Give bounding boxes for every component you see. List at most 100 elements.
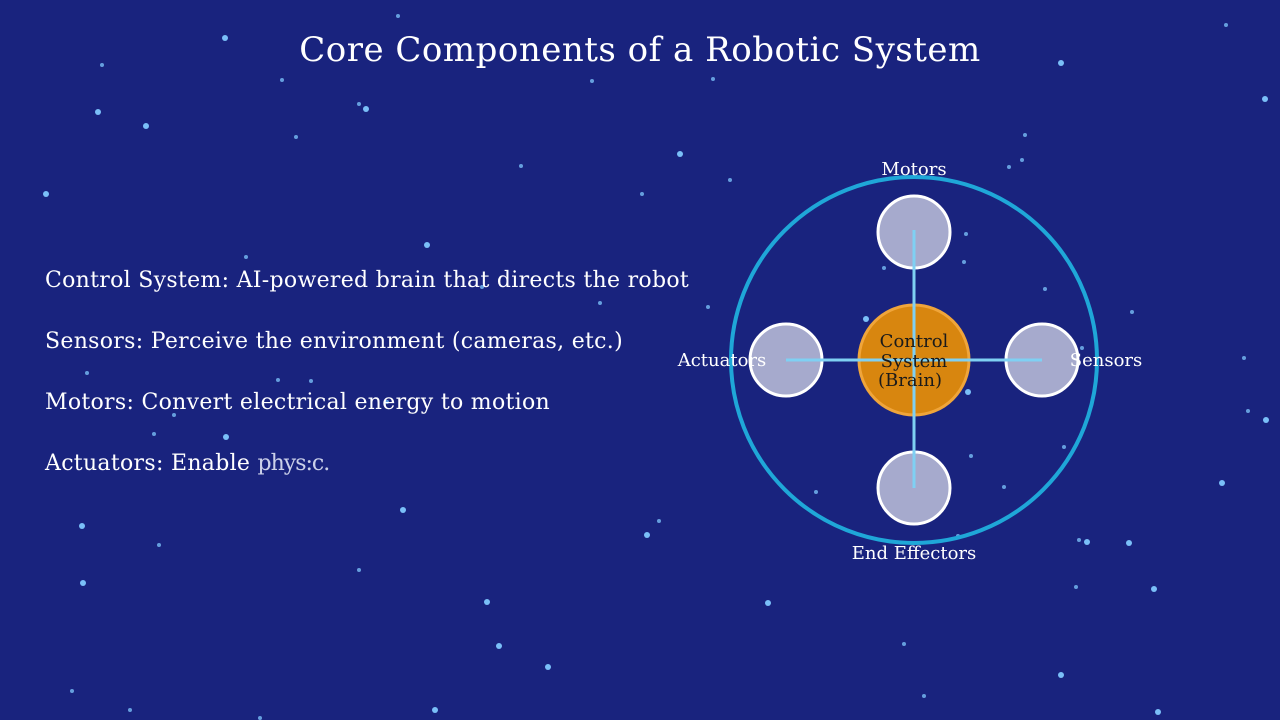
outer-ring bbox=[729, 175, 1099, 545]
star-dot bbox=[80, 580, 86, 586]
star-dot bbox=[396, 14, 400, 18]
star-dot bbox=[152, 432, 156, 436]
star-dot bbox=[95, 109, 101, 115]
star-dot bbox=[357, 102, 361, 106]
star-dot bbox=[598, 301, 602, 305]
star-dot bbox=[43, 191, 49, 197]
star-dot bbox=[222, 35, 228, 41]
bullet-motors: Motors: Convert electrical energy to mot… bbox=[45, 390, 550, 415]
star-dot bbox=[363, 106, 369, 112]
star-dot bbox=[1058, 672, 1064, 678]
star-dot bbox=[640, 192, 644, 196]
star-dot bbox=[1126, 540, 1132, 546]
bullet-text: Convert electrical energy to motion bbox=[141, 390, 550, 415]
star-dot bbox=[496, 643, 502, 649]
star-dot bbox=[677, 151, 683, 157]
star-dot bbox=[79, 523, 85, 529]
star-dot bbox=[128, 708, 132, 712]
star-dot bbox=[223, 434, 229, 440]
star-dot bbox=[545, 664, 551, 670]
star-dot bbox=[294, 135, 298, 139]
star-dot bbox=[385, 400, 389, 404]
star-dot bbox=[1155, 709, 1161, 715]
star-dot bbox=[309, 379, 313, 383]
slide-title: Core Components of a Robotic System bbox=[299, 30, 981, 70]
star-dot bbox=[357, 568, 361, 572]
star-dot bbox=[882, 266, 886, 270]
bullet-actuators: Actuators: Enable phys:c. bbox=[45, 451, 331, 476]
star-dot bbox=[728, 178, 732, 182]
star-dot bbox=[143, 123, 149, 129]
star-dot bbox=[1262, 96, 1268, 102]
star-dot bbox=[765, 600, 771, 606]
label-actuators: Actuators bbox=[677, 350, 767, 371]
star-dot bbox=[1058, 60, 1064, 66]
star-dot bbox=[1246, 409, 1250, 413]
bullet-label: Motors bbox=[45, 390, 127, 415]
star-dot bbox=[1077, 538, 1081, 542]
bullet-sensors: Sensors: Perceive the environment (camer… bbox=[45, 329, 623, 354]
star-dot bbox=[814, 490, 818, 494]
star-dot bbox=[1043, 287, 1047, 291]
star-dot bbox=[863, 316, 869, 322]
center-label-line-2: System bbox=[881, 351, 948, 372]
star-dot bbox=[1151, 586, 1157, 592]
star-dot bbox=[519, 164, 523, 168]
star-dot bbox=[258, 716, 262, 720]
star-dot bbox=[1130, 310, 1134, 314]
star-dot bbox=[85, 371, 89, 375]
star-dot bbox=[424, 242, 430, 248]
star-dot bbox=[1062, 445, 1066, 449]
robot-components-diagram: Control System (Brain) Motors Actuators … bbox=[677, 159, 1143, 564]
star-dot bbox=[657, 519, 661, 523]
star-dot bbox=[644, 532, 650, 538]
star-dot bbox=[480, 285, 484, 289]
bullet-text: Perceive the environment (cameras, etc.) bbox=[150, 329, 623, 354]
bullet-label: Control System bbox=[45, 268, 222, 293]
star-dot bbox=[100, 63, 104, 67]
bullet-label: Sensors bbox=[45, 329, 136, 354]
bullet-label: Actuators bbox=[45, 451, 156, 476]
star-dot bbox=[1242, 356, 1246, 360]
star-dot bbox=[1007, 165, 1011, 169]
label-motors: Motors bbox=[881, 159, 946, 180]
star-dot bbox=[706, 305, 710, 309]
bullet-list: Control System: AI-powered brain that di… bbox=[45, 262, 805, 506]
star-dot bbox=[1002, 485, 1006, 489]
star-dot bbox=[1224, 23, 1228, 27]
center-label-line-1: Control bbox=[880, 331, 949, 352]
star-dot bbox=[432, 707, 438, 713]
label-sensors: Sensors bbox=[1070, 350, 1143, 371]
star-dot bbox=[969, 454, 973, 458]
star-dot bbox=[1263, 417, 1269, 423]
star-dot bbox=[964, 232, 968, 236]
star-dot bbox=[711, 77, 715, 81]
bullet-text-partial: phys:c. bbox=[257, 451, 331, 476]
star-dot bbox=[902, 642, 906, 646]
label-end-effectors: End Effectors bbox=[852, 543, 977, 564]
star-dot bbox=[276, 378, 280, 382]
bullet-text: Enable bbox=[170, 451, 258, 476]
star-dot bbox=[1080, 346, 1084, 350]
star-dot bbox=[70, 689, 74, 693]
star-dot bbox=[400, 507, 406, 513]
star-dot bbox=[965, 389, 971, 395]
star-dot bbox=[1219, 480, 1225, 486]
star-dot bbox=[1023, 133, 1027, 137]
star-dot bbox=[280, 78, 284, 82]
star-dot bbox=[1084, 539, 1090, 545]
star-dot bbox=[1074, 585, 1078, 589]
star-dot bbox=[244, 255, 248, 259]
star-dot bbox=[484, 599, 490, 605]
star-dot bbox=[172, 413, 176, 417]
star-dot bbox=[922, 694, 926, 698]
star-dot bbox=[157, 543, 161, 547]
bullet-text: AI-powered brain that directs the robot bbox=[236, 268, 690, 293]
bullet-control-system: Control System: AI-powered brain that di… bbox=[45, 268, 690, 293]
star-dot bbox=[1020, 158, 1024, 162]
star-dot bbox=[962, 260, 966, 264]
center-label-line-3: (Brain) bbox=[878, 370, 942, 391]
star-dot bbox=[590, 79, 594, 83]
